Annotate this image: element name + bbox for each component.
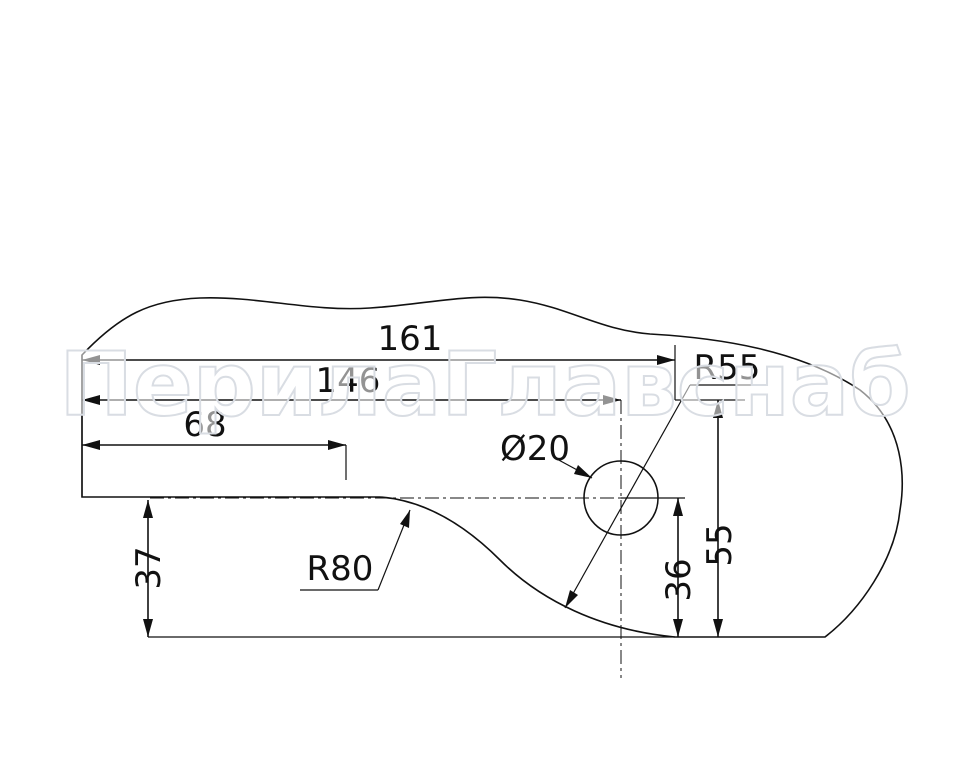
dim-68-label: 68 — [183, 405, 226, 445]
dim-36-arrow-top — [673, 498, 683, 516]
dim-161-label: 161 — [378, 319, 443, 359]
glass-plate-shape — [81, 296, 903, 638]
dim-55-arrow-top — [713, 400, 723, 418]
dim-146-arrow-left — [82, 395, 100, 405]
dim-161-arrow-left — [82, 355, 100, 365]
dim-68-arrow-right — [328, 440, 346, 450]
d20-arrow — [574, 465, 592, 478]
d20-label: Ø20 — [500, 429, 570, 469]
dim-37-arrow-bottom — [143, 619, 153, 637]
dim-36-arrow-bottom — [673, 619, 683, 637]
dim-37-arrow-top — [143, 500, 153, 518]
dim-146-label: 146 — [316, 361, 381, 401]
r55-leader — [564, 384, 691, 609]
r55-label: R55 — [694, 348, 761, 388]
r55-arrow — [565, 590, 578, 608]
dim-55-label: 55 — [700, 523, 740, 566]
dim-37-label: 37 — [129, 546, 169, 589]
dim-146-arrow-right — [603, 395, 621, 405]
r80-label: R80 — [307, 549, 374, 589]
r80-arrow — [400, 510, 410, 528]
dim-161-arrow-right — [657, 355, 675, 365]
watermark: ПерилаГлавснаб — [59, 333, 910, 436]
dim-68-arrow-left — [82, 440, 100, 450]
dim-55-arrow-bottom — [713, 619, 723, 637]
dim-36-label: 36 — [659, 558, 699, 601]
